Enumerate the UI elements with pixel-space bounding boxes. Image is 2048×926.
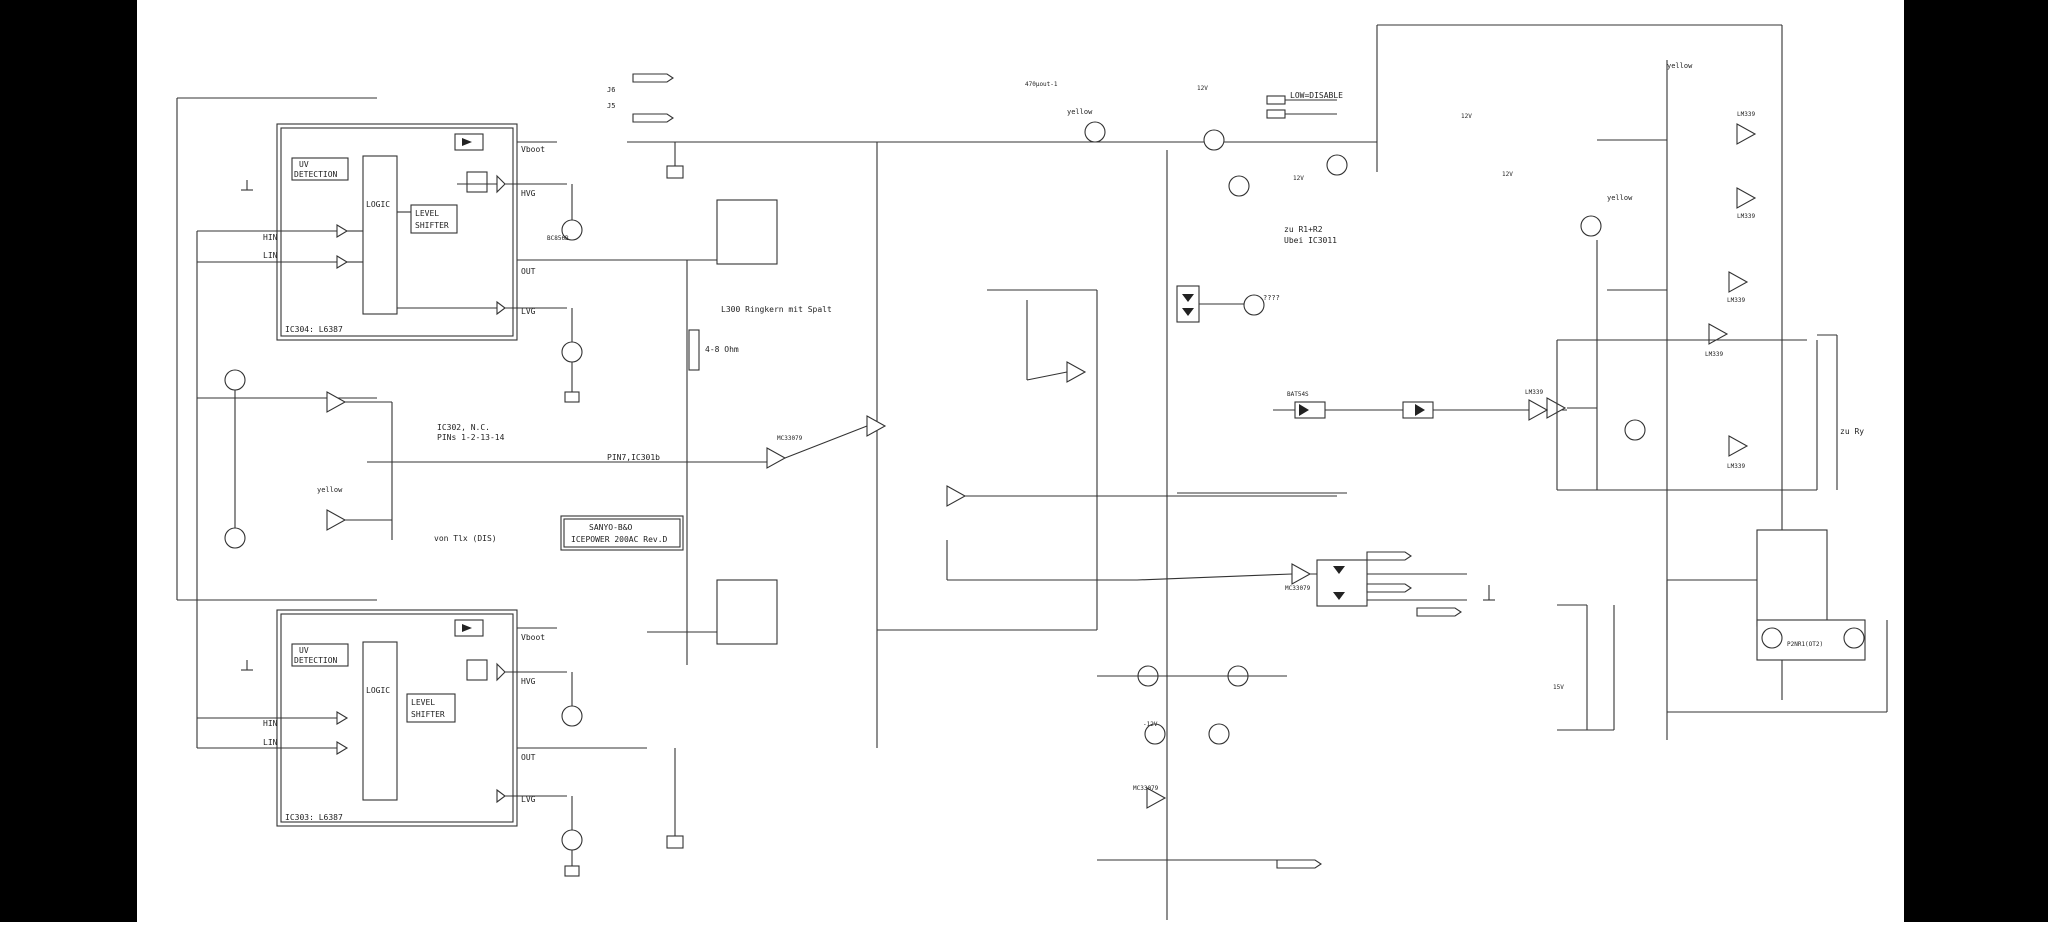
connectors: J6 J5 12V 12V 12V 12V xyxy=(607,73,1513,869)
bat54s-row: BAT54S xyxy=(1177,391,1597,494)
mc33079-section: MC33079 MC33079 MC33079 xyxy=(737,289,1417,809)
uv-label-2: UV xyxy=(299,646,309,655)
sanyo-line-2: ICEPOWER 200AC Rev.D xyxy=(571,535,668,544)
yellow-label-2: yellow xyxy=(1067,108,1093,116)
left-black-border xyxy=(0,0,137,922)
lvg-label: LVG xyxy=(521,307,536,316)
l300-output-stage: L300 Ringkern mit Spalt 4-8 Ohm xyxy=(627,141,878,748)
ground-symbols xyxy=(241,142,1495,849)
lm-label-5: LM339 xyxy=(1525,389,1543,396)
p15-label: 15V xyxy=(1553,684,1564,691)
opto-label: P2NR1(OT2) xyxy=(1787,641,1823,648)
uv-label: UV xyxy=(299,160,309,169)
lvg-label-2: LVG xyxy=(521,795,536,804)
sanyo-line-1: SANYO-B&O xyxy=(589,523,633,532)
mc-label-1: MC33079 xyxy=(777,435,803,442)
out-label: OUT xyxy=(521,267,536,276)
hin-label-2: HIN xyxy=(263,719,278,728)
lm-label-6: LM339 xyxy=(1727,463,1745,470)
ic304-label: IC304: L6387 xyxy=(285,325,343,334)
mc-label-2: MC33079 xyxy=(1285,585,1311,592)
detection-label-2: DETECTION xyxy=(294,656,338,665)
lin-label-2: LIN xyxy=(263,738,278,747)
p12-label-3: 12V xyxy=(1461,113,1472,120)
ic302-note-1: IC302, N.C. xyxy=(437,423,490,432)
bat54s-label: BAT54S xyxy=(1287,391,1309,398)
power-label: 470µout-1 xyxy=(1025,81,1058,88)
von-tlx-label: von Tlx (DIS) xyxy=(434,534,497,543)
p12-label-4: 12V xyxy=(1502,171,1513,178)
ic304-driver: UV DETECTION LOGIC LEVEL SHIFTER IC304: … xyxy=(197,123,647,403)
p12-label-1: 12V xyxy=(1293,175,1304,182)
zu-r1-label: zu R1+R2 xyxy=(1284,225,1323,234)
lm-label-4: LM339 xyxy=(1705,351,1723,358)
low-disable-label: LOW=DISABLE xyxy=(1290,91,1343,100)
ic302-note-2: PINs 1-2-13-14 xyxy=(437,433,505,442)
zu-ry-label: zu Ry xyxy=(1840,427,1864,436)
yellow-label-1: yellow xyxy=(317,486,343,494)
j5-label: J5 xyxy=(607,102,615,110)
speaker-ohm-label: 4-8 Ohm xyxy=(705,345,739,354)
logic-label-2: LOGIC xyxy=(366,686,390,695)
hvg-label-2: HVG xyxy=(521,677,536,686)
shifter-label-2: SHIFTER xyxy=(411,710,445,719)
yellow-label-3: yellow xyxy=(1667,62,1693,70)
lm-label-2: LM339 xyxy=(1737,213,1755,220)
lower-center-section: -12V xyxy=(1097,559,1467,861)
sanyo-title-block: SANYO-B&O ICEPOWER 200AC Rev.D xyxy=(560,515,684,551)
lm-label-3: LM339 xyxy=(1727,297,1745,304)
circuit-schematic: UV DETECTION LOGIC LEVEL SHIFTER IC304: … xyxy=(176,24,1888,920)
p12-label-2: 12V xyxy=(1197,85,1208,92)
lin-label: LIN xyxy=(263,251,278,260)
ic303-label: IC303: L6387 xyxy=(285,813,343,822)
vboot-label-2: Vboot xyxy=(521,633,545,642)
center-diode-package: ???? xyxy=(1176,285,1280,323)
yellow-label-4: yellow xyxy=(1607,194,1633,202)
schematic-sheet: UV DETECTION LOGIC LEVEL SHIFTER IC304: … xyxy=(137,0,1904,922)
q-unknown-label: ???? xyxy=(1263,294,1280,302)
lm-label-1: LM339 xyxy=(1737,111,1755,118)
n12-label: -12V xyxy=(1143,721,1158,728)
vboot-label: Vboot xyxy=(521,145,545,154)
hvg-label: HVG xyxy=(521,189,536,198)
out-label-2: OUT xyxy=(521,753,536,762)
j6-label: J6 xyxy=(607,86,615,94)
hin-label: HIN xyxy=(263,233,278,242)
logic-label: LOGIC xyxy=(366,200,390,209)
pin7-label: PIN7,IC301b xyxy=(607,453,660,462)
l300-label: L300 Ringkern mit Spalt xyxy=(721,305,832,314)
detection-label: DETECTION xyxy=(294,170,338,179)
right-black-border xyxy=(1904,0,2048,922)
opto-relay-section: P2NR1(OT2) 15V xyxy=(1553,529,1888,740)
top-center-control: 470µout-1 yellow LOW=DISABLE zu R1+R2 Ub… xyxy=(627,24,1783,920)
shifter-label: SHIFTER xyxy=(415,221,449,230)
ic303-driver: UV DETECTION LOGIC LEVEL SHIFTER IC303: … xyxy=(197,609,647,877)
level-label: LEVEL xyxy=(415,209,439,218)
bc-label-1: BC856B xyxy=(547,235,569,242)
level-label-2: LEVEL xyxy=(411,698,435,707)
mc-label-3: MC33079 xyxy=(1133,785,1159,792)
ic302-area: IC302, N.C. PINs 1-2-13-14 PIN7,IC301b y… xyxy=(224,369,737,549)
ubei-label: Ubei IC3011 xyxy=(1284,236,1337,245)
